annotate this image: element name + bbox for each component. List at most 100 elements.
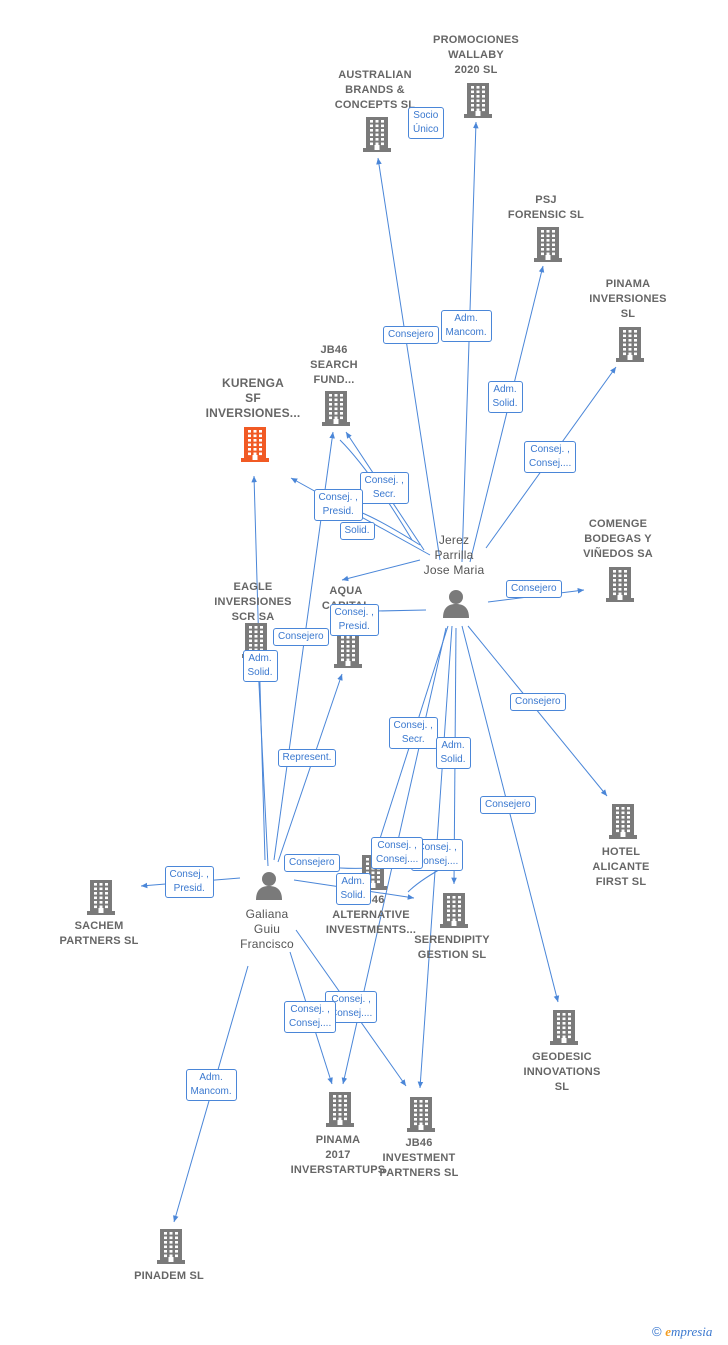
node-label-line: INNOVATIONS [523,1066,601,1078]
node-label-line: INVESTMENTS... [325,924,417,936]
relationship-edge [469,265,545,563]
node-label-line: FUND... [313,374,355,386]
role-label[interactable]: Adm.Solid. [242,650,278,682]
node-label-line: PARTNERS SL [379,1167,459,1179]
node-label-line: SERENDIPITY [414,934,490,946]
node-label-line: PINAMA [315,1134,361,1146]
node-label-line: HOTEL [601,846,641,858]
role-label[interactable]: Adm.Solid. [435,737,471,769]
building-icon [548,1008,580,1051]
role-label[interactable]: Consej. , Consej.... [524,441,577,473]
node-label-line: 2020 SL [454,64,498,76]
role-text: Consej. , [530,444,570,455]
role-label[interactable]: Consejero [510,693,566,711]
copyright-icon: © [652,1324,662,1339]
role-text: Presid. [322,506,354,517]
role-text: Único [413,124,439,135]
role-text: Adm. [248,653,272,664]
role-label[interactable]: Solid. [339,522,375,540]
relationship-edge [461,121,479,563]
role-text: Presid. [338,621,370,632]
role-label[interactable]: Consej. ,Presid. [164,866,214,898]
node-label-line: INVERSIONES [589,293,667,305]
relationship-edge [376,157,441,561]
building-icon [320,389,352,432]
node-label-line: PINADEM SL [134,1270,204,1282]
role-label[interactable]: Consej. ,Secr. [388,717,438,749]
node-label-line: ALTERNATIVE [332,909,410,921]
node-label-line: SCR SA [231,611,275,623]
node-label-line: PSJ [535,194,557,206]
role-label[interactable]: Consejero [480,796,536,814]
role-text: Secr. [372,489,396,500]
relationship-edge [467,625,608,797]
role-label[interactable]: Consejero [383,326,439,344]
brand-logo[interactable]: empresia [665,1324,713,1339]
person-icon [254,870,284,905]
node-label-line: INVESTMENT [382,1152,456,1164]
role-text: Consejero [289,857,335,868]
role-label[interactable]: Represent. [277,749,337,767]
node-label-line: JB46 [357,894,385,906]
role-text: Secr. [401,734,425,745]
role-label[interactable]: Consejero [284,854,340,872]
node-label-line: AUSTRALIAN [338,69,412,81]
role-text: Adm. [199,1072,223,1083]
role-label[interactable]: Adm.Solid. [335,873,371,905]
role-label[interactable]: Consej. ,Presid. [313,489,363,521]
role-text: Consej.... [529,458,572,469]
node-label-line: Francisco [240,937,294,951]
role-text: Represent. [282,752,332,763]
node-label-line: JB46 [405,1137,433,1149]
role-label[interactable]: Consej. ,Consej.... [371,837,424,869]
role-label[interactable]: Adm. Mancom. [440,310,492,342]
building-icon [332,631,364,674]
role-text: Consejero [515,696,561,707]
node-label-line: SF [245,391,261,405]
role-text: Adm. [454,313,478,324]
node-label-line: FIRST SL [595,876,647,888]
relationship-edge-curve [359,511,421,546]
building-icon [405,1095,437,1138]
role-label[interactable]: Consej. ,Secr. [359,472,409,504]
role-label[interactable]: Consej. ,Consej.... [284,1001,337,1033]
role-label[interactable]: Adm.Solid. [487,381,523,413]
node-label-line: Galiana [245,907,289,921]
building-icon [85,878,117,921]
node-label-line: EAGLE [233,581,273,593]
role-label[interactable]: Consejero [273,628,329,646]
role-text: Mancom. [445,327,487,338]
role-text: Consej. , [290,1004,330,1015]
role-text: Consejero [511,583,557,594]
role-text: Consej.... [376,854,419,865]
role-text: Consej. , [331,994,371,1005]
node-label-line: PARTNERS SL [59,935,139,947]
node-label-line: PINAMA [605,278,651,290]
role-text: Consejero [485,799,531,810]
role-label[interactable]: Adm.Mancom. [185,1069,237,1101]
role-text: Adm. [341,876,365,887]
role-label[interactable]: Consejero [506,580,562,598]
relationship-edge [341,559,421,582]
role-label[interactable]: Consej. ,Presid. [329,604,379,636]
node-label-line: AQUA [329,585,363,597]
node-label-line: SEARCH [310,359,358,371]
node-label: PINADEM SL [109,1269,229,1284]
building-icon [324,1090,356,1133]
building-icon [607,802,639,845]
node-label-line: WALLABY [448,49,504,61]
node-label-line: 2017 [325,1149,351,1161]
building-icon [361,115,393,158]
